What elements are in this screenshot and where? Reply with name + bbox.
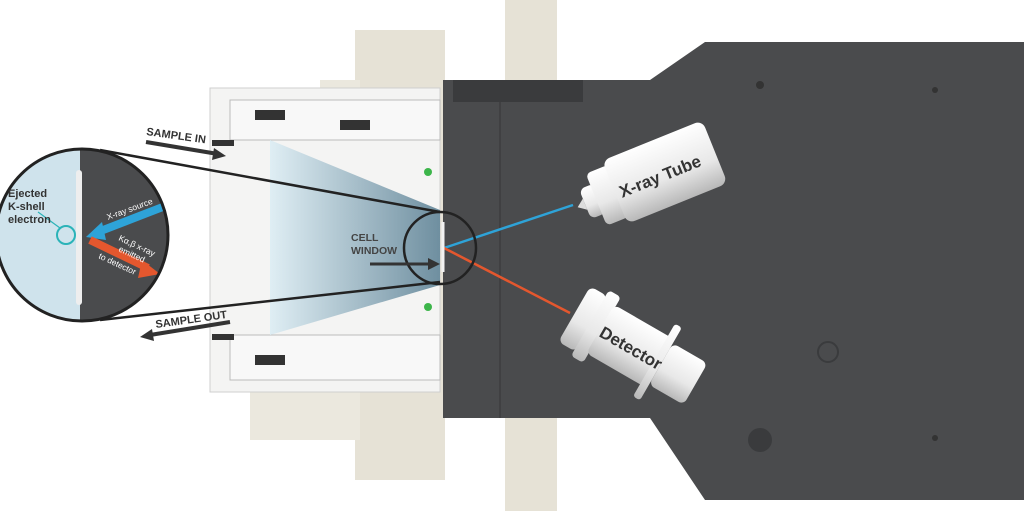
screw-icon — [748, 428, 772, 452]
electron-icon — [56, 225, 76, 245]
cell-window-focus-circle — [402, 210, 478, 286]
cell-window-label-2: WINDOW — [351, 245, 397, 257]
ejected-label-2: K-shell — [8, 201, 45, 213]
ejected-label-1: Ejected — [8, 188, 47, 200]
xray-tube: X-ray Tube — [577, 122, 726, 225]
sample-out-arrow — [140, 320, 231, 341]
port-icon — [817, 341, 839, 363]
cell-window-arrow — [370, 258, 440, 270]
indicator-light-bottom — [424, 303, 432, 311]
detector: Detector — [560, 288, 706, 403]
fluorescence-beam — [443, 246, 571, 315]
xray-beam — [443, 203, 574, 250]
indicator-light-top — [424, 168, 432, 176]
analyzer-body — [443, 42, 1024, 500]
sample-in-arrow — [145, 140, 226, 160]
ejected-label-3: electron — [8, 214, 51, 226]
cell-window-label-1: CELL — [351, 232, 379, 244]
